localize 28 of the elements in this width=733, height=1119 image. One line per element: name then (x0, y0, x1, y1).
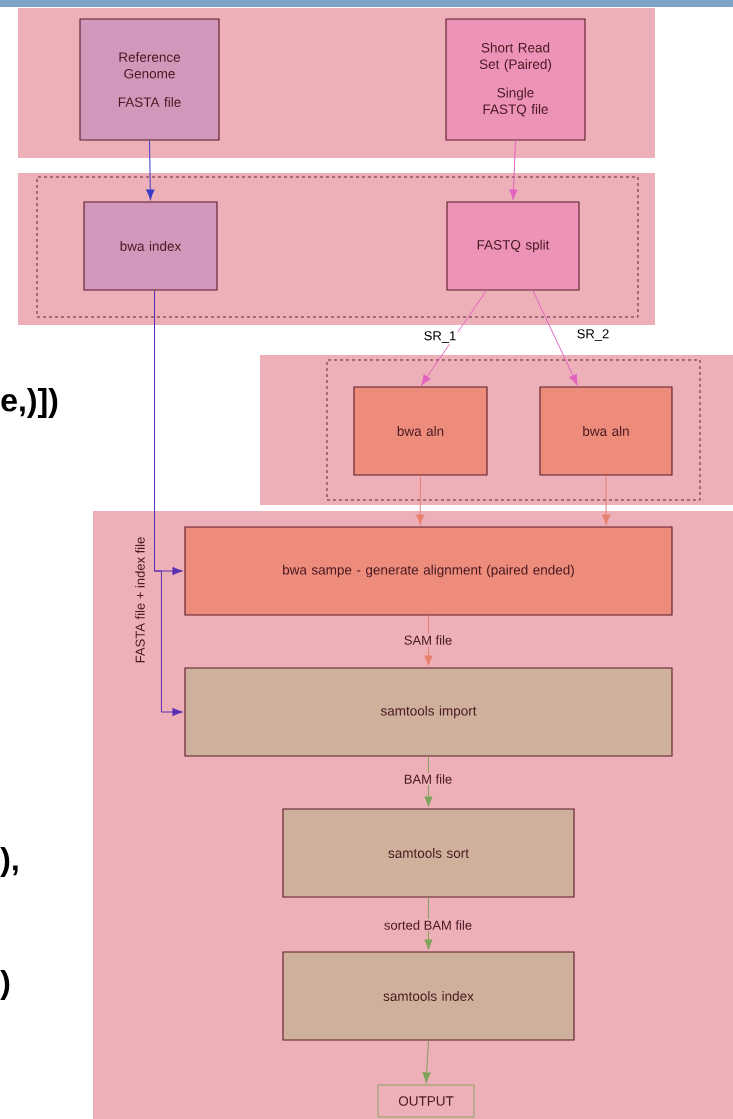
process-box: samtools index (282, 951, 575, 1041)
arrow (424, 897, 433, 950)
process-box: bwa sampe - generate alignment (paired ended) (184, 526, 673, 616)
process-box: bwa aln (353, 386, 488, 476)
arrow (146, 140, 155, 200)
arrow (532, 290, 578, 386)
process-box: bwa index (83, 201, 218, 291)
arrow (416, 475, 425, 525)
edge-label: SR_1 (422, 329, 458, 345)
process-box: samtools import (184, 667, 673, 757)
process-box: Reference Genome FASTA file (79, 18, 220, 141)
arrow (422, 1040, 431, 1083)
arrow (424, 615, 433, 666)
edge-label: SR_2 (575, 327, 611, 343)
slide-text-fragment: e,)]) (1, 388, 58, 418)
process-box: Short Read Set (Paired) Single FASTQ file (445, 18, 586, 141)
slide-text-fragment: ) (0, 970, 10, 1000)
output-box: OUTPUT (377, 1084, 475, 1118)
process-box: FASTQ split (446, 201, 580, 291)
process-box: bwa aln (539, 386, 673, 476)
arrow (153, 290, 183, 717)
slide-text-fragment: ), (0, 847, 18, 877)
dashed-group-frame (326, 359, 701, 501)
arrow (509, 140, 518, 200)
process-box: samtools sort (282, 808, 575, 898)
arrow (421, 290, 487, 386)
arrow (424, 756, 433, 807)
arrow (602, 475, 611, 525)
